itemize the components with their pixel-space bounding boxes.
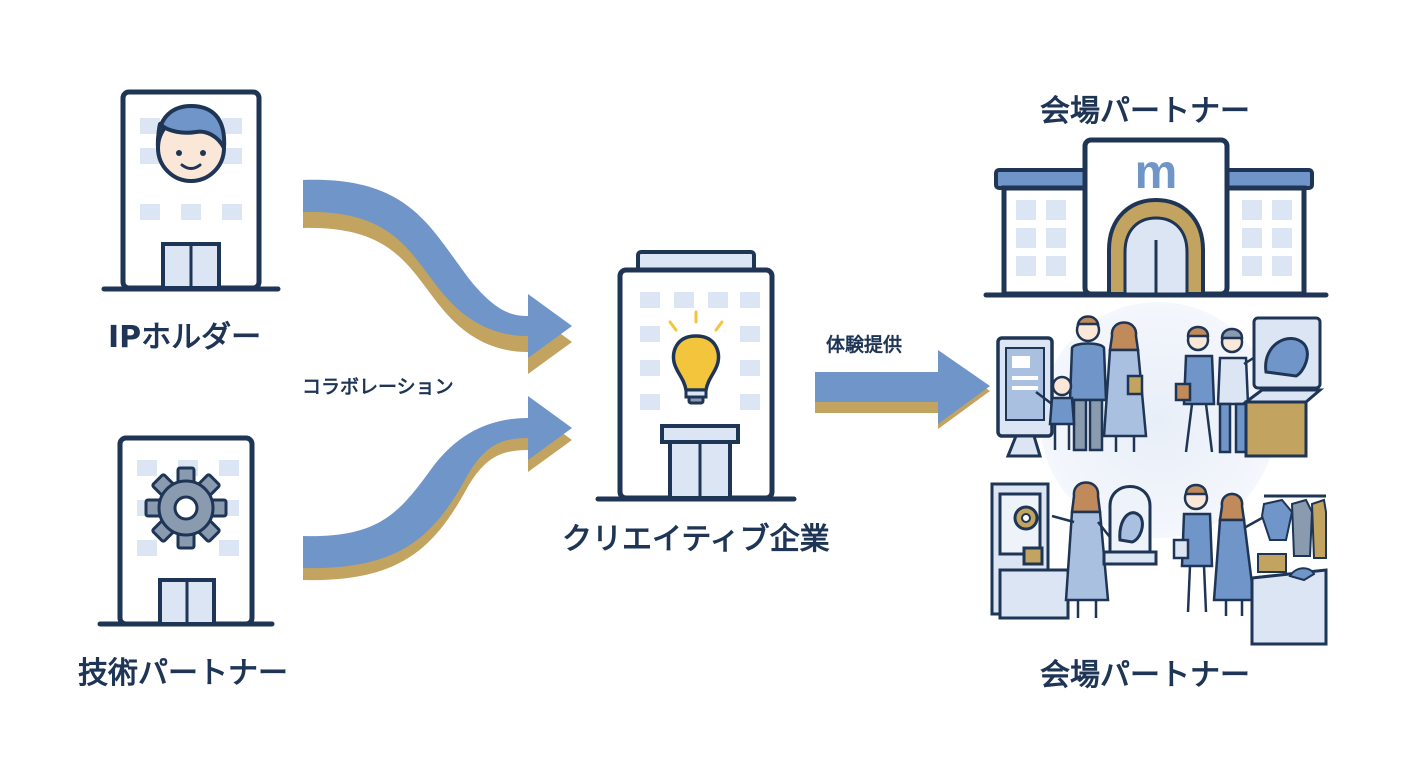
label-creative: クリエイティブ企業 [562,522,830,557]
lightbulb-icon [668,310,724,405]
woman-pointing-icon [1051,481,1121,618]
label-ip-holder: IPホルダー [108,320,262,355]
creative-building-icon [595,250,797,502]
arrow-top-icon [303,179,572,374]
label-venue-top: 会場パートナー [1040,94,1250,129]
label-venue-bottom: 会場パートナー [1040,658,1250,693]
label-experience: 体験提供 [826,334,903,356]
label-collaboration: コラボレーション [302,376,454,398]
gear-icon [144,466,228,550]
clothing-rack-icon [1250,494,1328,646]
venue-activity-illustration [990,302,1328,646]
ar-kiosk-icon [990,482,1070,620]
venue-building-icon [983,137,1329,298]
kiosk-icon [996,336,1054,458]
arrow-bottom-icon [303,396,572,581]
person-face-icon [155,104,227,183]
couple-people-icon [1174,325,1267,454]
family-people-icon [1035,315,1148,452]
display-booth-icon [1241,316,1325,458]
dome-display-icon [1102,485,1158,566]
shopping-couple-icon [1172,483,1263,616]
venue-logo: m [1135,146,1178,199]
label-tech-partner: 技術パートナー [78,656,288,691]
ip-holder-building-icon [101,89,281,292]
tech-partner-building-icon [97,435,275,627]
arrow-experience-icon [815,350,990,429]
